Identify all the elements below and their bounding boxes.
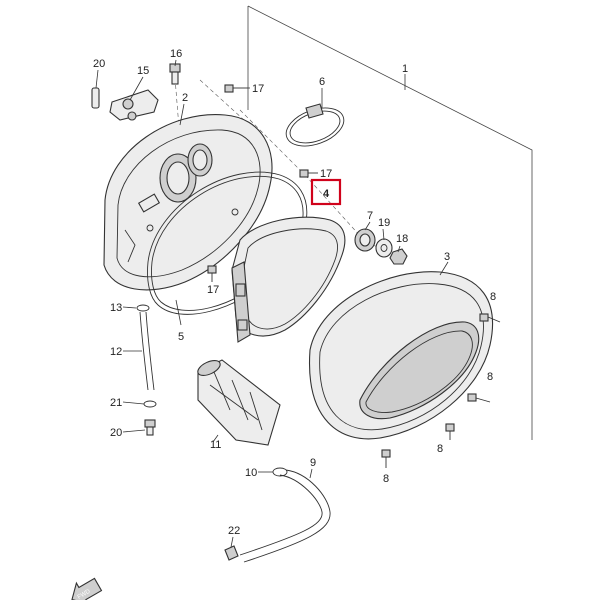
- screw-17-a: [224, 84, 248, 93]
- bolt-8-b: [467, 393, 491, 403]
- air-filter-element: [231, 216, 346, 343]
- screw-17-c: [207, 265, 217, 282]
- assembly-frame: [247, 5, 533, 440]
- callout-17-c: 17: [207, 284, 219, 296]
- callout-8-a: 8: [490, 291, 496, 303]
- callout-6: 6: [319, 76, 325, 88]
- callout-17-a: 17: [252, 83, 264, 95]
- callout-8-d: 8: [383, 473, 389, 485]
- highlight-box: [310, 178, 342, 206]
- clip-21: [143, 400, 157, 408]
- bolt-8-a: [479, 313, 501, 323]
- callout-7: 7: [367, 210, 373, 222]
- callouts: 1 2 3 6 7 19 18 16 20 15 17 17 17 8 8 8 …: [93, 48, 496, 537]
- callout-13: 13: [110, 302, 122, 314]
- bracket: [109, 89, 159, 121]
- callout-21: 21: [110, 397, 122, 409]
- washer: [375, 238, 393, 258]
- clip-22: [224, 545, 239, 561]
- callout-12: 12: [110, 346, 122, 358]
- plug-20-bottom: [144, 419, 156, 436]
- drain-tube: [139, 311, 155, 391]
- callout-9: 9: [310, 457, 316, 469]
- clip-10: [272, 467, 288, 477]
- bolt-8-d: [381, 449, 391, 468]
- callout-17-b: 17: [320, 168, 332, 180]
- plug-20-top: [91, 87, 100, 109]
- callout-22: 22: [228, 525, 240, 537]
- clip-13: [136, 304, 150, 312]
- callout-10: 10: [245, 467, 257, 479]
- hose-clamp: [285, 103, 345, 147]
- grommet: [354, 228, 376, 252]
- callout-20-bottom: 20: [110, 427, 122, 439]
- screw-17-b: [299, 169, 318, 178]
- callout-4: 4: [323, 188, 330, 200]
- callout-3: 3: [444, 251, 450, 263]
- nut: [389, 248, 408, 265]
- callout-16: 16: [170, 48, 182, 60]
- callout-2: 2: [182, 92, 188, 104]
- fwd-label: FWD: [77, 588, 92, 600]
- callout-8-c: 8: [437, 443, 443, 455]
- intake-duct: [197, 359, 281, 446]
- callout-8-b: 8: [487, 371, 493, 383]
- fwd-arrow: FWD: [71, 577, 103, 600]
- callout-11: 11: [210, 439, 221, 451]
- bolt-8-c: [445, 423, 455, 440]
- callout-1: 1: [402, 63, 408, 75]
- callout-19: 19: [378, 217, 390, 229]
- callout-5: 5: [178, 331, 184, 343]
- bolt-16: [169, 63, 181, 85]
- highlighted-callout-4[interactable]: 4: [310, 178, 342, 206]
- leader-lines: [95, 59, 449, 548]
- callout-18: 18: [396, 233, 408, 245]
- air-cleaner-case: [103, 114, 273, 291]
- air-cleaner-cover: [308, 271, 494, 440]
- callout-15: 15: [137, 65, 149, 77]
- callout-20-top: 20: [93, 58, 105, 70]
- breather-hose: [239, 469, 331, 563]
